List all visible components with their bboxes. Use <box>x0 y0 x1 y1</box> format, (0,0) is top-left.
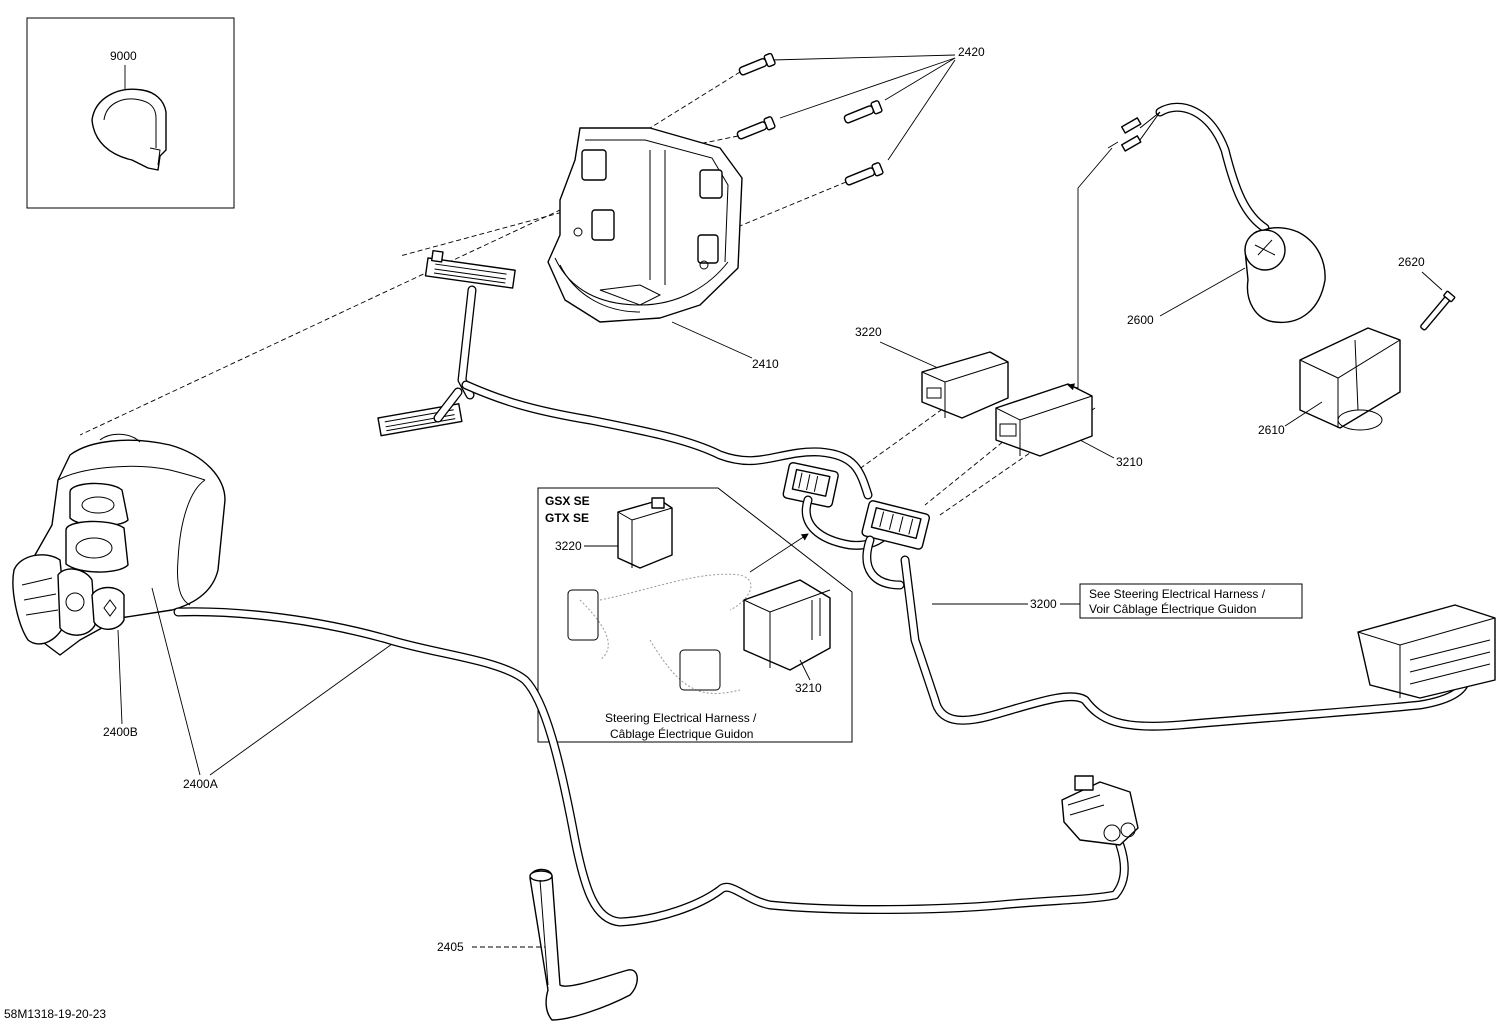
drawing-number: 58M1318-19-20-23 <box>4 1007 106 1021</box>
callout-2420: 2420 <box>958 45 985 59</box>
part-3220-connector: 3220 <box>855 325 1009 419</box>
part-2420-screws: 2420 <box>736 45 985 186</box>
part-9000-box: 9000 <box>26 17 235 209</box>
callout-2600: 2600 <box>1127 313 1154 327</box>
inset-callout-3210: 3210 <box>795 681 822 695</box>
part-2405-sleeve: 2405 <box>437 868 638 1021</box>
callout-2405: 2405 <box>437 940 464 954</box>
callout-9000: 9000 <box>110 49 137 63</box>
callout-2400A: 2400A <box>183 777 218 791</box>
switch-button-3 <box>57 568 96 636</box>
lower-harness <box>173 607 1139 927</box>
upper-harness <box>377 249 1496 731</box>
callout-3210: 3210 <box>1116 455 1143 469</box>
callout-3200: 3200 <box>1030 597 1057 611</box>
callout-2400B: 2400B <box>103 725 138 739</box>
harness-end-module <box>1357 604 1496 699</box>
part-2620-pin: 2620 <box>1398 255 1456 331</box>
part-2400-switch-housing: 2400B 2400A <box>12 433 393 791</box>
inset-model-2: GTX SE <box>545 511 589 525</box>
inset-model-1: GSX SE <box>545 494 590 508</box>
reference-note-line2: Voir Câblage Électrique Guidon <box>1089 601 1256 616</box>
part-2610-cap: 2610 <box>1258 327 1401 437</box>
switch-button-2 <box>65 520 129 573</box>
inset-caption-line1: Steering Electrical Harness / <box>605 711 757 725</box>
lower-harness-end-connector <box>1061 775 1139 846</box>
part-2410-housing: 2410 <box>547 127 779 371</box>
reference-note-line1: See Steering Electrical Harness / <box>1089 587 1266 601</box>
callout-3220: 3220 <box>855 325 882 339</box>
callout-2610: 2610 <box>1258 423 1285 437</box>
reference-note-box <box>1079 583 1303 619</box>
part-3200-harness-reference: 3200 See Steering Electrical Harness / V… <box>932 583 1303 619</box>
callout-2410: 2410 <box>752 357 779 371</box>
part-3210-connector: 3210 <box>995 383 1143 469</box>
inset-callout-3220: 3220 <box>555 539 582 553</box>
part-9000-clip <box>91 88 167 171</box>
callout-2620: 2620 <box>1398 255 1425 269</box>
inset-steering-harness: GSX SE GTX SE 3220 3210 Steering Electri… <box>537 487 853 743</box>
switch-thumb-lever <box>12 554 67 645</box>
switch-button-1 <box>69 482 129 527</box>
inset-caption-line2: Câblage Électrique Guidon <box>610 726 753 741</box>
part-2600-switch: 2600 <box>1067 102 1326 391</box>
switch-button-4 <box>91 586 125 630</box>
